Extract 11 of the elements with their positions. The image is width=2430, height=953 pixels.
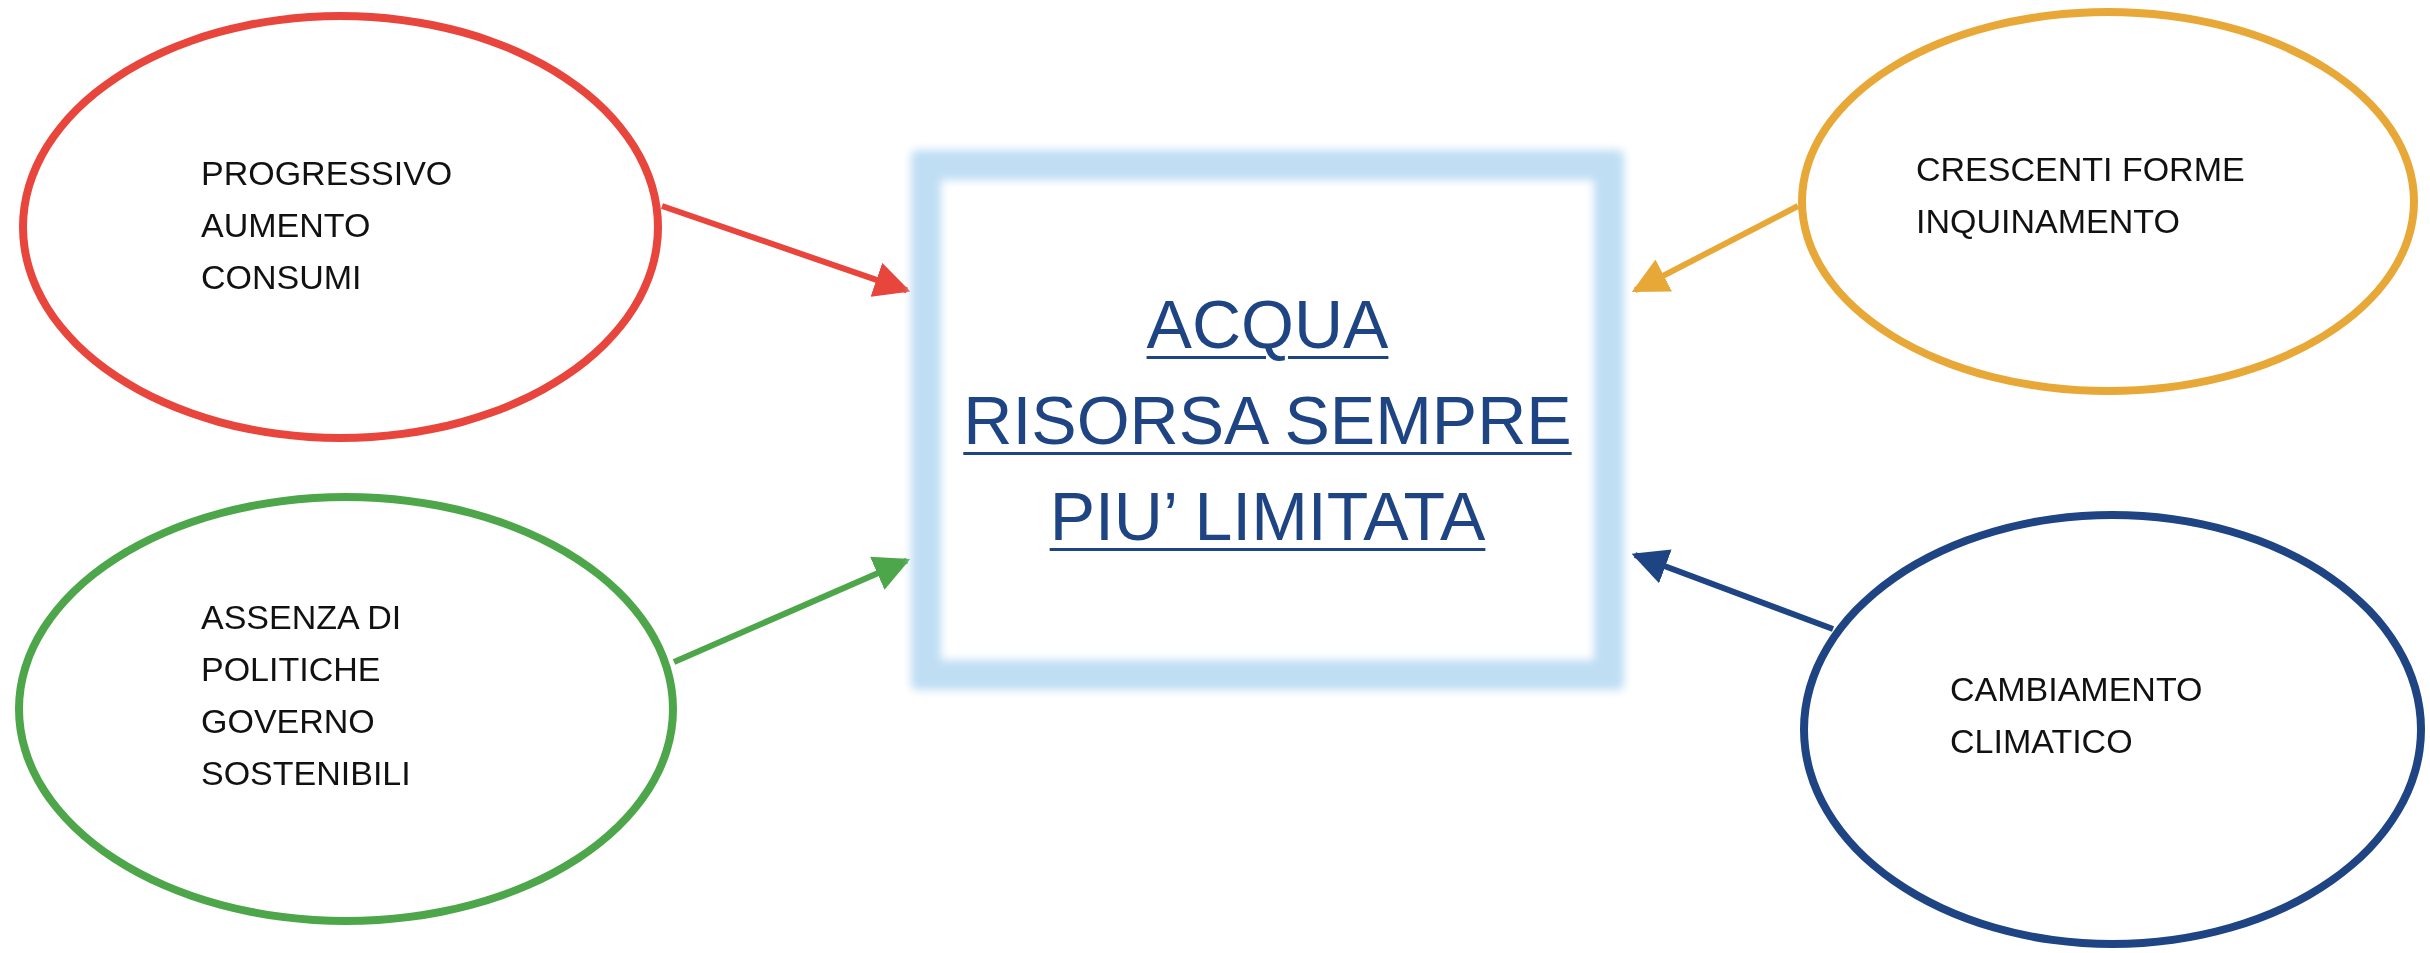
cause-label: CRESCENTI FORME INQUINAMENTO bbox=[1916, 149, 2246, 242]
box-title: PIU’ LIMITATA bbox=[1049, 477, 1486, 556]
cause-label: PROGRESSIVO AUMENTO CONSUMI bbox=[201, 153, 454, 298]
box-title: ACQUA bbox=[1146, 285, 1389, 364]
arrow bbox=[1631, 203, 1800, 294]
central-box bbox=[911, 150, 1624, 690]
cause-label: CAMBIAMENTO CLIMATICO bbox=[1950, 669, 2204, 762]
cause-label: ASSENZA DI POLITICHE GOVERNO SOSTENIBILI bbox=[201, 597, 412, 794]
arrow bbox=[661, 203, 911, 297]
box-title: RISORSA SEMPRE bbox=[963, 381, 1572, 460]
arrow bbox=[672, 556, 911, 665]
